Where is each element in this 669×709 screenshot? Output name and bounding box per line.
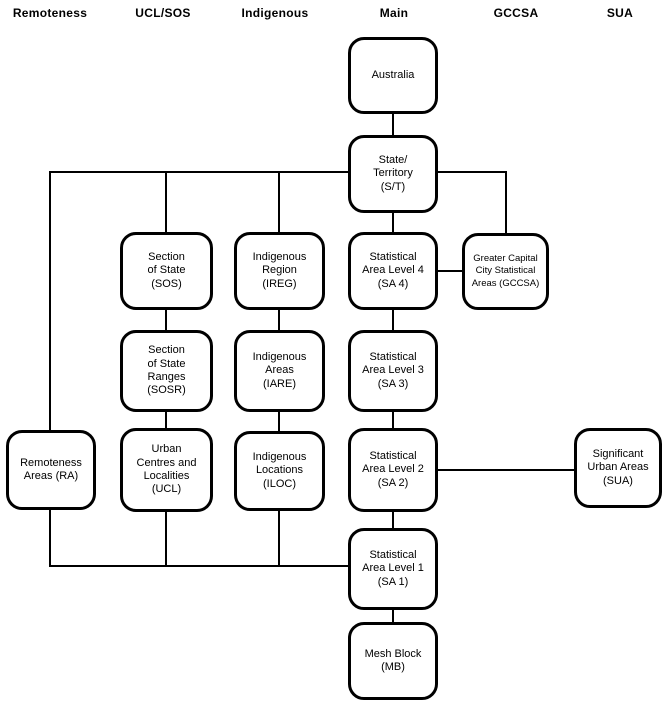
column-header-gccsa: GCCSA [493, 6, 539, 20]
node-sa3: Statistical Area Level 3 (SA 3) [348, 330, 438, 412]
node-indigenous-region: Indigenous Region (IREG) [234, 232, 325, 310]
node-section-of-state: Section of State (SOS) [120, 232, 213, 310]
connector-ireg-iare [278, 309, 280, 331]
column-header-sua: SUA [606, 6, 634, 20]
node-section-of-state-ranges: Section of State Ranges (SOSR) [120, 330, 213, 412]
connector-sa1-mesh-block [392, 609, 394, 623]
connector-sa1-left-rail [50, 565, 348, 567]
node-gccsa: Greater Capital City Statistical Areas (… [462, 233, 549, 310]
connector-sosr-ucl [165, 411, 167, 429]
connector-sa3-sa2 [392, 411, 394, 429]
connector-sa4-sa3 [392, 309, 394, 331]
column-header-remoteness: Remoteness [12, 6, 88, 20]
node-sa4: Statistical Area Level 4 (SA 4) [348, 232, 438, 310]
node-urban-centres-localities: Urban Centres and Localities (UCL) [120, 428, 213, 512]
connector-drop-sos [165, 171, 167, 233]
node-remoteness-areas: Remoteness Areas (RA) [6, 430, 96, 510]
column-header-indigenous: Indigenous [241, 6, 309, 20]
connector-ucl-down [165, 511, 167, 567]
connector-sa2-sua [437, 469, 575, 471]
connector-sa4-gccsa [437, 270, 463, 272]
connector-iare-iloc [278, 411, 280, 432]
connector-state-territory-sa4 [392, 211, 394, 233]
node-indigenous-locations: Indigenous Locations (ILOC) [234, 431, 325, 511]
connector-state-territory-left-rail [50, 171, 348, 173]
connector-sa2-sa1 [392, 511, 394, 529]
connector-ra-down [49, 509, 51, 567]
node-sa2: Statistical Area Level 2 (SA 2) [348, 428, 438, 512]
connector-australia-state-territory [392, 112, 394, 136]
connector-sos-sosr [165, 309, 167, 331]
connector-state-territory-right-rail [438, 171, 507, 173]
node-sa1: Statistical Area Level 1 (SA 1) [348, 528, 438, 610]
connector-iloc-down [278, 510, 280, 567]
node-state-territory: State/ Territory (S/T) [348, 135, 438, 213]
node-indigenous-areas: Indigenous Areas (IARE) [234, 330, 325, 412]
connector-drop-ireg [278, 171, 280, 233]
node-significant-urban-areas: Significant Urban Areas (SUA) [574, 428, 662, 508]
column-header-ucl-sos: UCL/SOS [135, 6, 191, 20]
node-australia: Australia [348, 37, 438, 114]
connector-drop-remoteness-areas [49, 171, 51, 431]
column-header-main: Main [379, 6, 409, 20]
connector-drop-gccsa [505, 171, 507, 234]
node-mesh-block: Mesh Block (MB) [348, 622, 438, 700]
